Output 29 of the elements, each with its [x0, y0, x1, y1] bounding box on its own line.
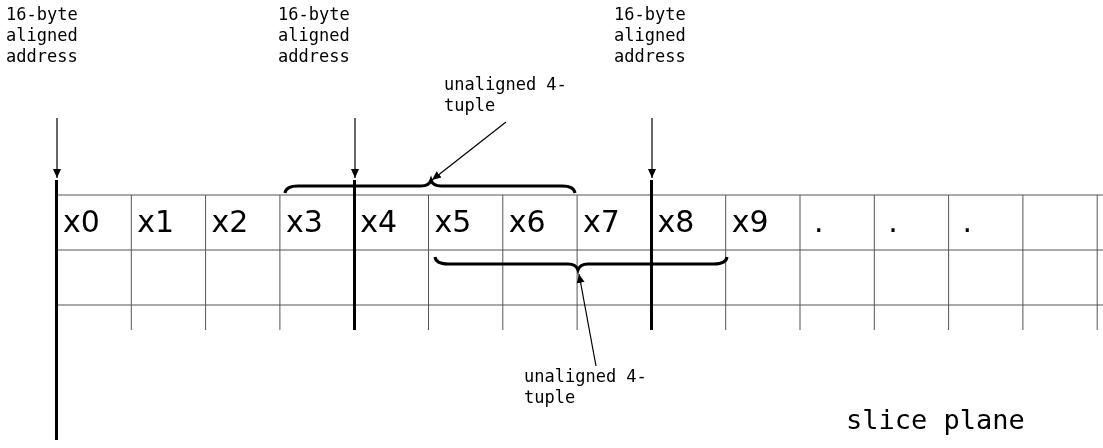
callout-label: unaligned 4-tuple	[444, 74, 578, 122]
boundary-line	[55, 180, 58, 440]
cell-text: x9	[731, 204, 769, 240]
arrow	[53, 117, 61, 179]
cell-text: .	[888, 204, 898, 240]
cell-text: x6	[508, 204, 546, 240]
boundary-line	[353, 180, 356, 330]
curly-brace	[434, 256, 728, 272]
cell-text: x5	[434, 204, 472, 240]
cell-text: x4	[360, 204, 398, 240]
curly-brace	[284, 178, 576, 194]
cell-text: x3	[285, 204, 323, 240]
arrow	[431, 121, 507, 181]
callout-label: unaligned 4-tuple	[524, 366, 658, 414]
cell-text: .	[962, 204, 973, 240]
cell-text: x2	[211, 204, 249, 240]
cell-text: .	[814, 204, 824, 240]
arrow	[351, 117, 359, 179]
plane-label: slice plane	[846, 404, 1025, 436]
cell-text: x8	[657, 204, 695, 240]
boundary-line	[650, 180, 653, 330]
callout-label: 16-byte aligned address	[278, 4, 382, 74]
callout-label: 16-byte aligned address	[6, 4, 110, 74]
arrow	[648, 117, 656, 179]
cell-text: x7	[583, 204, 620, 240]
cell-text: x1	[137, 204, 175, 240]
callout-label: 16-byte aligned address	[614, 4, 718, 74]
arrow	[576, 273, 597, 367]
cell-text: x0	[63, 204, 100, 240]
